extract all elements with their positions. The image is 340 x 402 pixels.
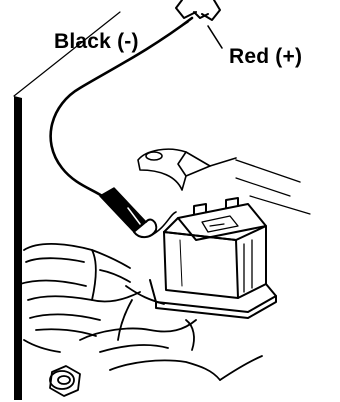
alligator-clamp	[100, 188, 176, 237]
engine-bay-backdrop	[14, 12, 310, 400]
battery	[164, 198, 266, 298]
battery-tray	[150, 280, 276, 318]
cable-clips	[176, 0, 220, 20]
engine-bracket	[138, 149, 236, 190]
red-leader-line	[208, 26, 222, 48]
bolt	[50, 366, 80, 396]
hands	[20, 244, 262, 380]
black-negative-label: Black (-)	[54, 30, 139, 54]
red-positive-label: Red (+)	[229, 45, 302, 69]
